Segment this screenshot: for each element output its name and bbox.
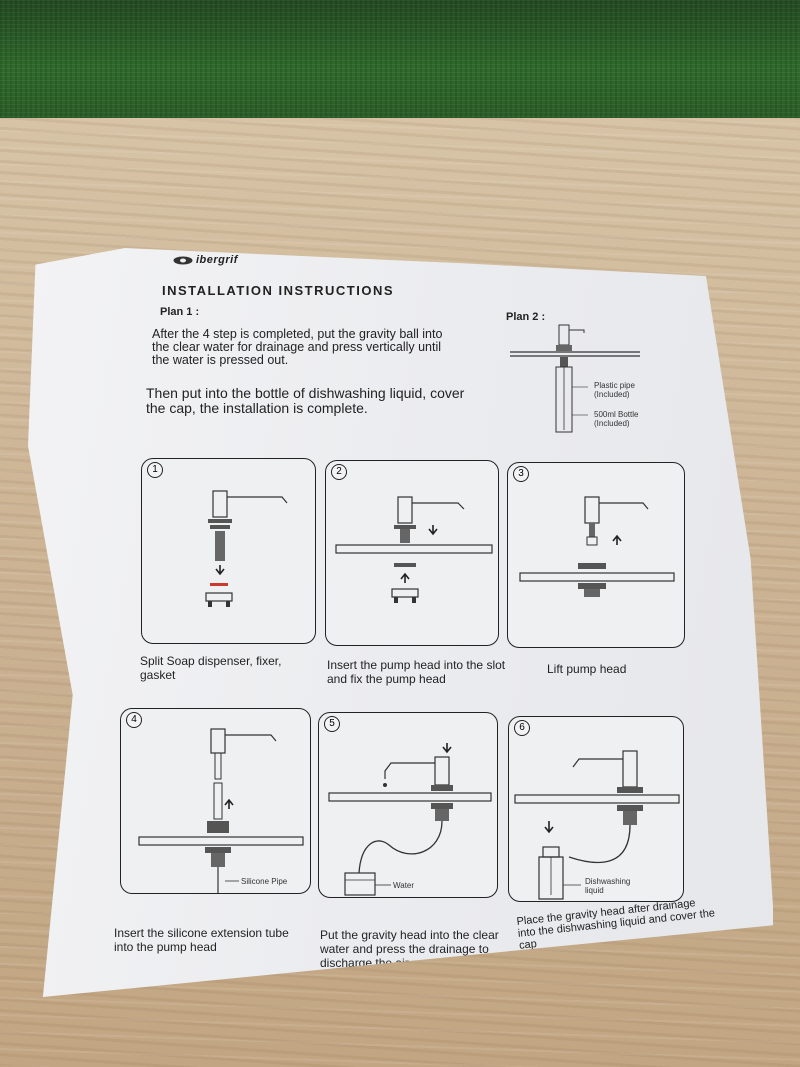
water-label: Water xyxy=(393,881,415,890)
step-2-caption: Insert the pump head into the slot and f… xyxy=(327,658,506,686)
brand-name: ibergrif xyxy=(196,254,238,266)
step-2-illustration xyxy=(335,496,493,603)
plan1-text-completion: Then put into the bottle of dishwashing … xyxy=(146,385,465,416)
step-3-illustration xyxy=(519,496,675,597)
step-4-number: 4 xyxy=(126,712,142,728)
step-6-number: 6 xyxy=(514,720,530,736)
plan2-label: Plan 2 : xyxy=(506,311,546,323)
step-1-caption: Split Soap dispenser, fixer, gasket xyxy=(140,654,282,682)
instruction-sheet: ibergrif INSTALLATION INSTRUCTIONS Plan … xyxy=(28,248,773,997)
step-6-panel: 6 Dishwashing liquid xyxy=(508,716,684,902)
brand-logo-icon xyxy=(173,256,193,264)
step-4-panel: 4 Silicone Pipe xyxy=(120,708,311,894)
plan1-text: After the 4 step is completed, put the g… xyxy=(152,327,443,367)
step-3-panel: 3 xyxy=(507,462,685,648)
step-3-number: 3 xyxy=(513,466,529,482)
brand-logo: ibergrif xyxy=(173,254,238,266)
step-2-panel: 2 xyxy=(325,460,499,646)
grass-background xyxy=(0,0,800,125)
plastic-pipe-label: Plastic pipe (Included) xyxy=(594,381,635,399)
step-5-panel: 5 Water xyxy=(318,712,498,898)
step-1-illustration xyxy=(205,490,288,607)
page-title: INSTALLATION INSTRUCTIONS xyxy=(162,283,395,298)
step-6-illustration xyxy=(514,750,680,900)
plan2-diagram: Plastic pipe (Included) 500ml Bottle (In… xyxy=(510,320,660,440)
step-4-caption: Insert the silicone extension tube into … xyxy=(114,926,289,954)
step-5-illustration xyxy=(328,743,492,896)
step-1-number: 1 xyxy=(147,462,163,478)
step-1-panel: 1 xyxy=(141,458,316,644)
silicone-pipe-label: Silicone Pipe xyxy=(241,877,288,886)
plan2-bottle-diagram xyxy=(510,324,640,433)
step-5-number: 5 xyxy=(324,716,340,732)
plan1-label: Plan 1 : xyxy=(160,306,200,318)
step-4-illustration xyxy=(138,728,304,893)
dishwashing-liquid-label: Dishwashing liquid xyxy=(585,877,631,895)
step-3-caption: Lift pump head xyxy=(547,662,627,676)
bottle-label: 500ml Bottle (Included) xyxy=(594,410,639,428)
step-2-number: 2 xyxy=(331,464,347,480)
